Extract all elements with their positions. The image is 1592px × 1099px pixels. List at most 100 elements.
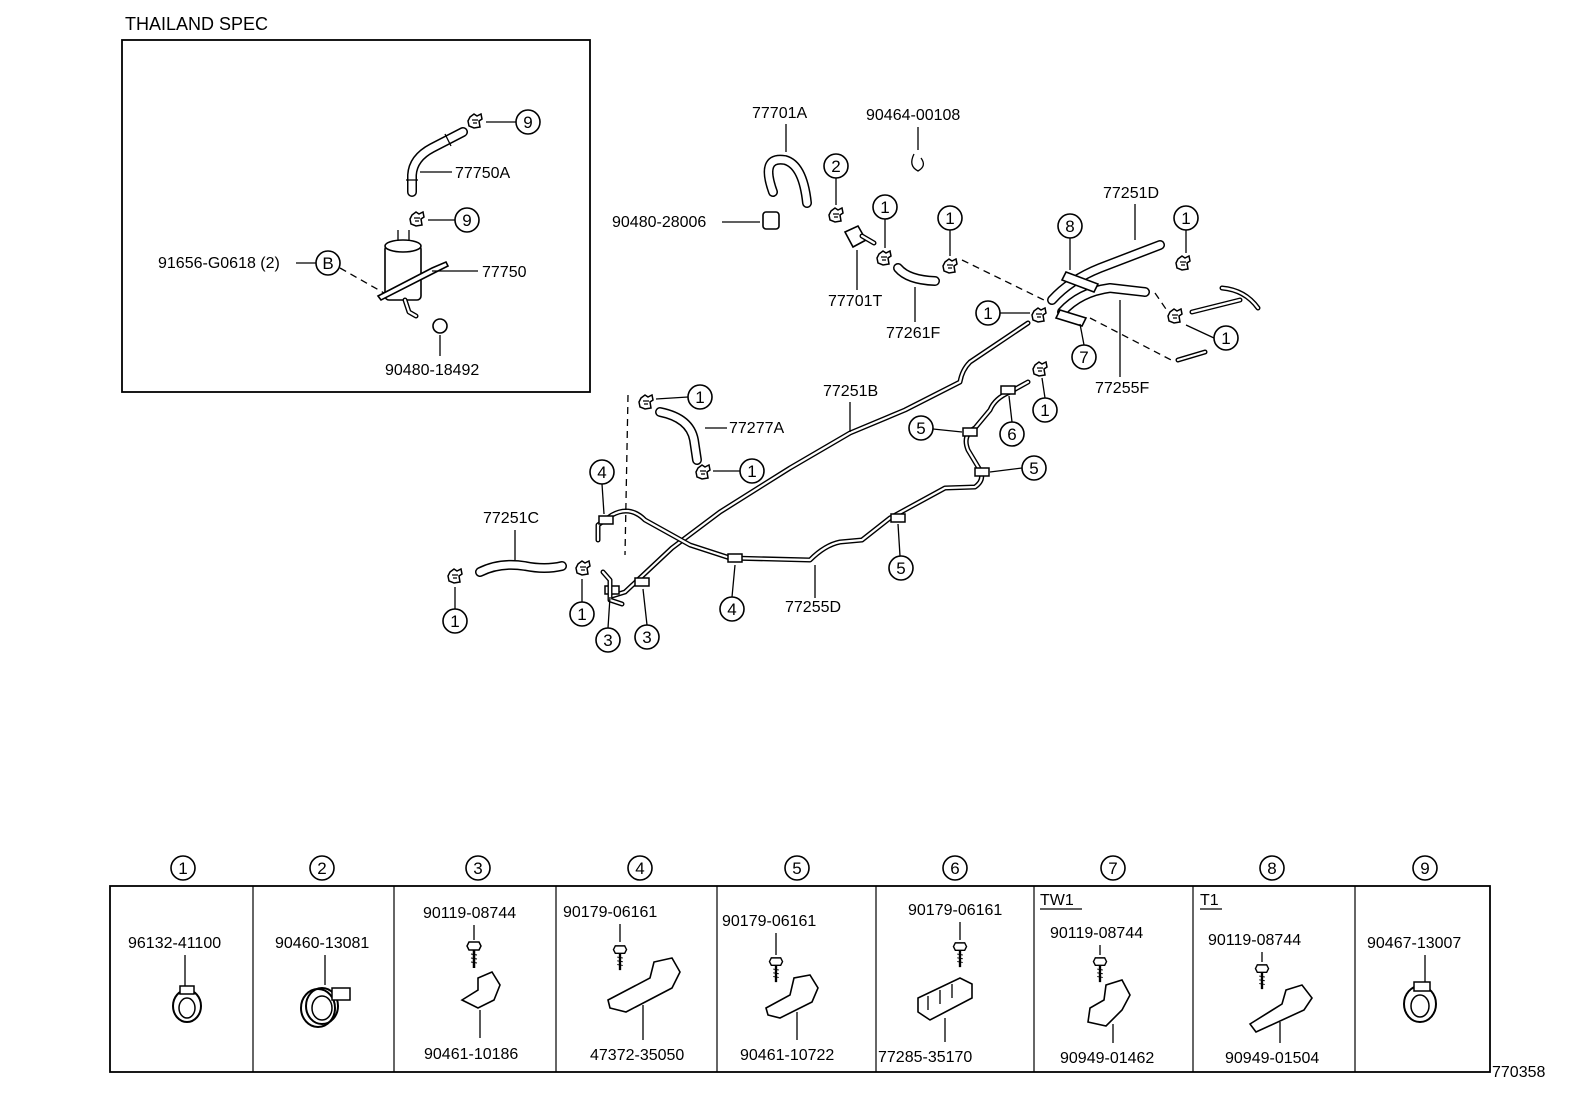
legend-frame <box>109 885 1491 1073</box>
svg-text:1: 1 <box>1221 329 1230 348</box>
legend-part-number: 90460-13081 <box>275 935 369 952</box>
label-inset-hose: 77750A <box>455 165 510 182</box>
svg-text:4: 4 <box>727 600 736 619</box>
clamp-bracket-icon <box>1087 979 1131 1027</box>
svg-text:1: 1 <box>747 462 756 481</box>
hose-u-icon <box>763 154 812 208</box>
label-pipe-long: 77251B <box>823 383 878 400</box>
callout-5: 5 <box>908 415 934 441</box>
label-hose-short: 77261F <box>886 325 940 342</box>
label-hose-left: 77251C <box>483 510 539 527</box>
legend-header-3: 3 <box>465 855 491 881</box>
pipe-clamp-icon <box>634 577 650 587</box>
leader-line <box>989 467 1023 473</box>
svg-text:1: 1 <box>1181 209 1190 228</box>
leader-line <box>655 396 689 400</box>
leader-line <box>731 564 736 598</box>
leader-line <box>607 596 611 629</box>
label-pipe-lower-right: 77255F <box>1095 380 1149 397</box>
main-diagram: 77701A 90464-00108 90480-28006 2 77701T … <box>442 105 1261 653</box>
leader-line <box>642 588 648 626</box>
label-pipe-upper-right: 77251D <box>1103 185 1159 202</box>
svg-text:6: 6 <box>1007 425 1016 444</box>
grommet-icon <box>762 211 780 230</box>
label-inset-grommet: 90480-18492 <box>385 362 479 379</box>
hose-clip-icon <box>467 113 483 129</box>
grommet-icon <box>432 318 448 334</box>
svg-text:1: 1 <box>983 304 992 323</box>
callout-7: 7 <box>1071 344 1097 370</box>
legend-part-number: 90467-13007 <box>1367 935 1461 952</box>
inset-frame <box>121 39 591 393</box>
legend-part-number: 90179-06161 <box>722 913 816 930</box>
pipe-clamp-icon <box>974 467 990 477</box>
hose-mid-left-icon <box>655 407 702 465</box>
hose-clip-icon <box>1167 308 1183 324</box>
hose-clip-icon <box>409 211 425 227</box>
legend-header-4: 4 <box>627 855 653 881</box>
leader-line <box>1008 395 1013 423</box>
leader-line <box>1185 324 1215 339</box>
legend-part-number: 77285-35170 <box>878 1049 972 1066</box>
svg-text:1: 1 <box>1040 401 1049 420</box>
callout-1: 1 <box>739 458 765 484</box>
svg-text:3: 3 <box>473 859 482 878</box>
callout-b: B <box>315 250 341 276</box>
legend-part-number: 96132-41100 <box>128 935 221 952</box>
callout-1: 1 <box>937 205 963 231</box>
legend-part-number: 90461-10722 <box>740 1047 834 1064</box>
legend-header-2: 2 <box>309 855 335 881</box>
diagram-code: 770358 <box>1492 1064 1545 1081</box>
legend-part-number: 47372-35050 <box>590 1047 684 1064</box>
parts-legend-table: 1 2 3 4 5 6 7 8 9 96132-41100 90460-1308… <box>109 855 1491 1073</box>
label-inset-bolt: 91656-G0618 (2) <box>158 255 280 272</box>
hose-77750a-icon <box>406 127 468 197</box>
hose-clip-icon <box>876 250 892 266</box>
svg-text:1: 1 <box>880 198 889 217</box>
label-inset-canister: 77750 <box>482 264 527 281</box>
callout-3: 3 <box>595 627 621 653</box>
bolt-icon <box>1254 963 1270 991</box>
hose-clip-icon <box>828 207 844 223</box>
clamp-bracket-icon <box>607 957 681 1013</box>
svg-text:5: 5 <box>916 419 925 438</box>
legend-part-number: 90179-06161 <box>563 904 657 921</box>
svg-text:5: 5 <box>792 859 801 878</box>
callout-1: 1 <box>569 601 595 627</box>
svg-text:9: 9 <box>1420 859 1429 878</box>
legend-variant-label: T1 <box>1200 892 1219 909</box>
label-hose-upper: 77701A <box>752 105 807 122</box>
legend-part-number: 90119-08744 <box>423 905 516 922</box>
hose-clip-icon <box>1175 255 1191 271</box>
svg-text:1: 1 <box>178 859 187 878</box>
dashed-reference-line <box>1154 292 1169 313</box>
pipe-upper-right-icon <box>1047 240 1165 327</box>
clamp-bracket-icon <box>765 974 819 1019</box>
hose-clip-icon <box>447 568 463 584</box>
callout-1: 1 <box>1213 325 1239 351</box>
callout-5: 5 <box>1021 455 1047 481</box>
legend-part-number: 90949-01462 <box>1060 1050 1154 1067</box>
callout-5: 5 <box>888 555 914 581</box>
hose-clip-icon <box>172 985 202 1023</box>
hose-short-icon <box>893 263 940 286</box>
leader-line <box>1041 377 1046 399</box>
callout-1: 1 <box>975 300 1001 326</box>
callout-1: 1 <box>442 608 468 634</box>
bolt-icon <box>952 941 968 969</box>
pipe-clamp-icon <box>1000 385 1016 395</box>
svg-text:3: 3 <box>642 628 651 647</box>
svg-text:8: 8 <box>1065 217 1074 236</box>
callout-4: 4 <box>589 459 615 485</box>
hose-clip-icon <box>638 394 654 410</box>
svg-text:5: 5 <box>1029 459 1038 478</box>
label-valve: 77701T <box>828 293 882 310</box>
callout-3: 3 <box>634 624 660 650</box>
callout-1: 1 <box>872 194 898 220</box>
callout-1: 1 <box>687 384 713 410</box>
inset-title: THAILAND SPEC <box>125 14 268 34</box>
clamp-bracket-icon <box>1248 984 1313 1033</box>
pipe-clamp-block-icon <box>917 977 973 1021</box>
bolt-icon <box>466 940 482 970</box>
